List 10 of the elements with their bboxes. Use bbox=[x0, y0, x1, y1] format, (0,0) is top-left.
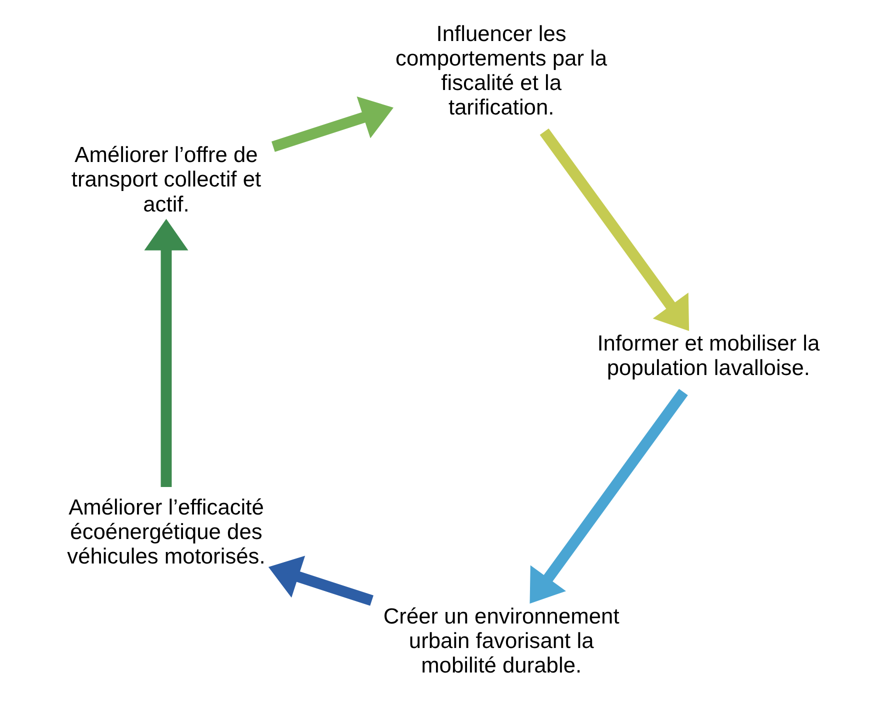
node-text: Améliorer l’efficacité écoénergétique des véhicules motorisés. bbox=[67, 494, 266, 569]
node-text: Créer un environnement urbain favorisant la mobilité durable. bbox=[383, 603, 620, 678]
arrow bbox=[272, 96, 394, 152]
arrow bbox=[540, 128, 690, 331]
node-text: Améliorer l’offre de transport collectif et actif. bbox=[71, 142, 262, 216]
arrow bbox=[530, 388, 688, 604]
arrow bbox=[144, 218, 188, 488]
arrow bbox=[268, 556, 374, 606]
node-text: Influencer les comportements par la fiscalité et la tarification. bbox=[396, 20, 608, 120]
node-text: Informer et mobiliser la population lavalloise. bbox=[597, 330, 820, 380]
